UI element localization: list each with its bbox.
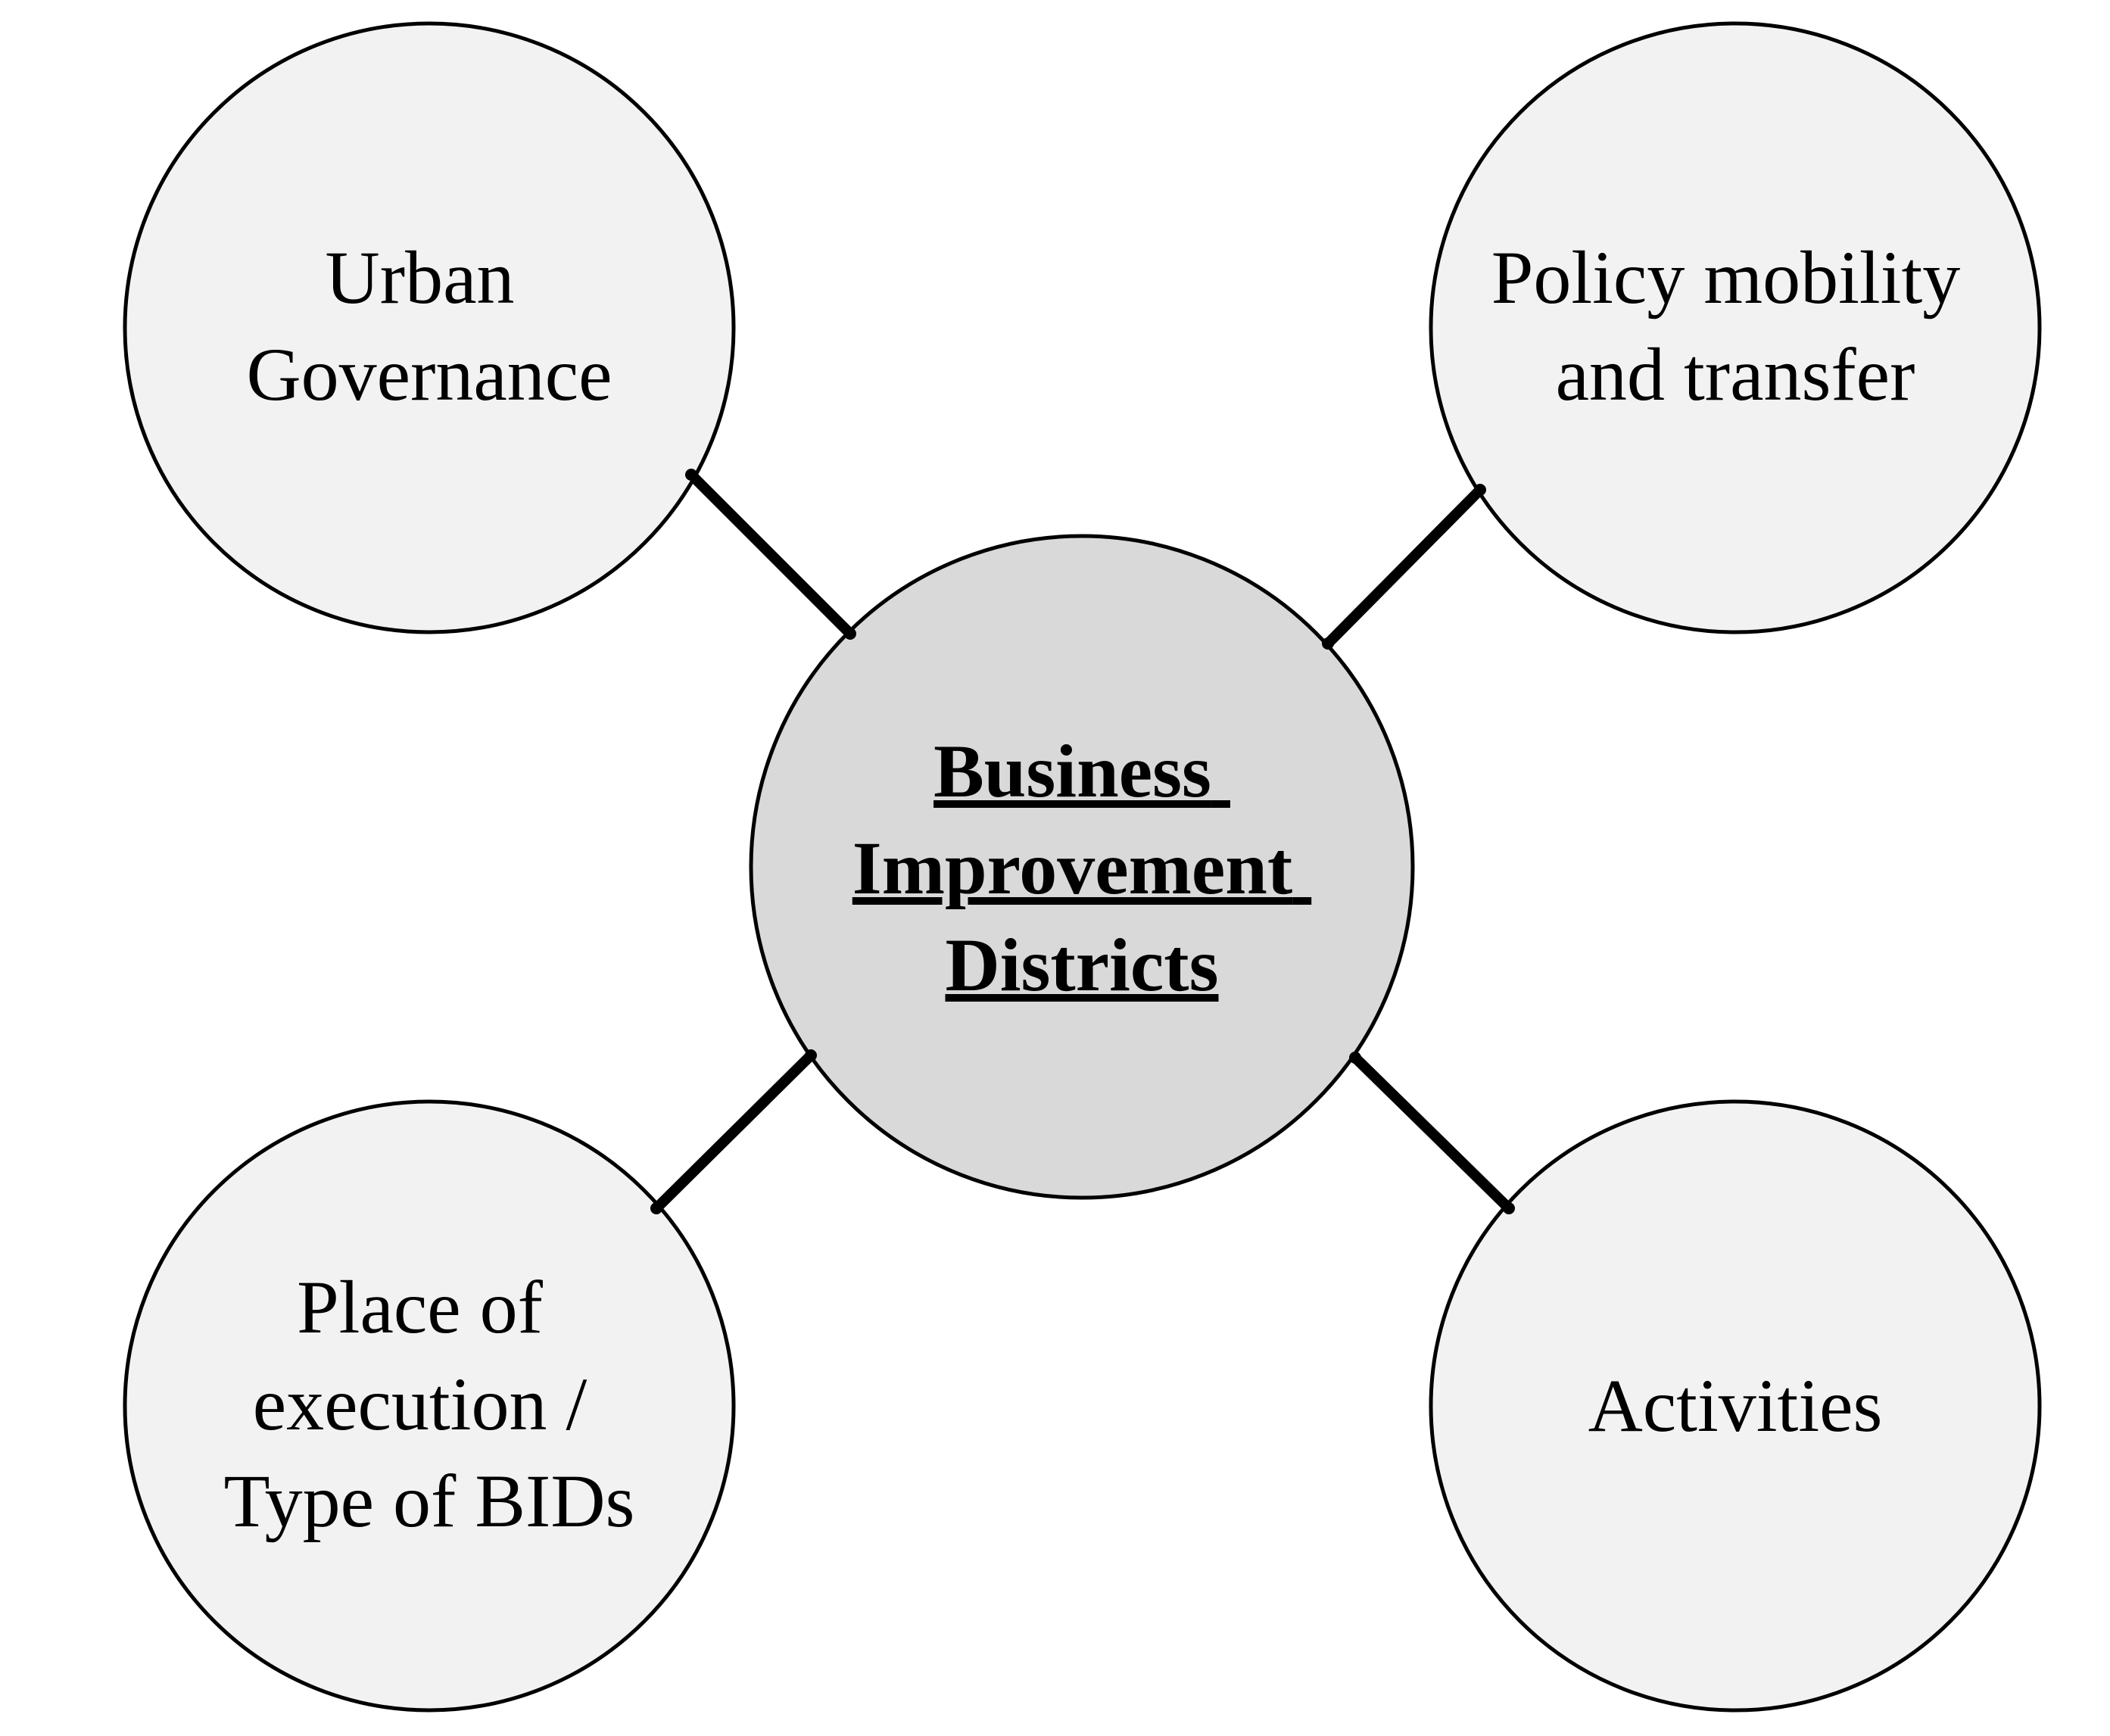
connector-policy-mobility — [1323, 485, 1485, 649]
endpoint-dot — [805, 1049, 817, 1061]
connector-endpoints — [650, 469, 1515, 1214]
endpoint-dot — [1503, 1202, 1515, 1214]
connectors — [651, 469, 1514, 1214]
endpoint-dot — [1474, 484, 1486, 496]
circle-urban-governance — [123, 21, 736, 634]
label-line: Urban — [326, 235, 515, 319]
label-activities: Activities — [1588, 1364, 1883, 1448]
label-line: Policy mobility — [1491, 235, 1960, 319]
endpoint-dot — [650, 1202, 662, 1214]
endpoint-dot — [1349, 1052, 1361, 1064]
circle-place-of-execution — [123, 1099, 736, 1713]
circle-activities — [1429, 1099, 2042, 1713]
connector-urban-governance — [686, 469, 856, 639]
label-line: Districts — [946, 923, 1219, 1007]
circle-policy-mobility — [1429, 21, 2042, 634]
connector-activities — [1350, 1052, 1514, 1214]
label-line: execution / — [253, 1362, 587, 1446]
label-line: Type of BIDs — [224, 1459, 635, 1543]
label-place-of-execution: Place of execution / Type of BIDs — [224, 1265, 635, 1543]
connector-place-of-execution — [651, 1050, 816, 1214]
label-line: Improvement — [852, 826, 1292, 910]
circle-business-improvement-districts — [749, 534, 1415, 1200]
endpoint-dot — [844, 628, 856, 640]
label-urban-governance: Urban Governance — [246, 235, 612, 416]
label-policy-mobility: Policy mobility and transfer — [1491, 235, 1979, 416]
label-line: Governance — [246, 332, 612, 416]
label-line: Business — [933, 729, 1211, 813]
label-line: Place of — [297, 1265, 544, 1349]
label-business-improvement-districts: Business Improvement Districts — [852, 729, 1311, 1007]
endpoint-dot — [685, 469, 697, 481]
label-line: and transfer — [1556, 332, 1915, 416]
endpoint-dot — [1322, 637, 1334, 650]
label-line: Activities — [1588, 1364, 1883, 1448]
